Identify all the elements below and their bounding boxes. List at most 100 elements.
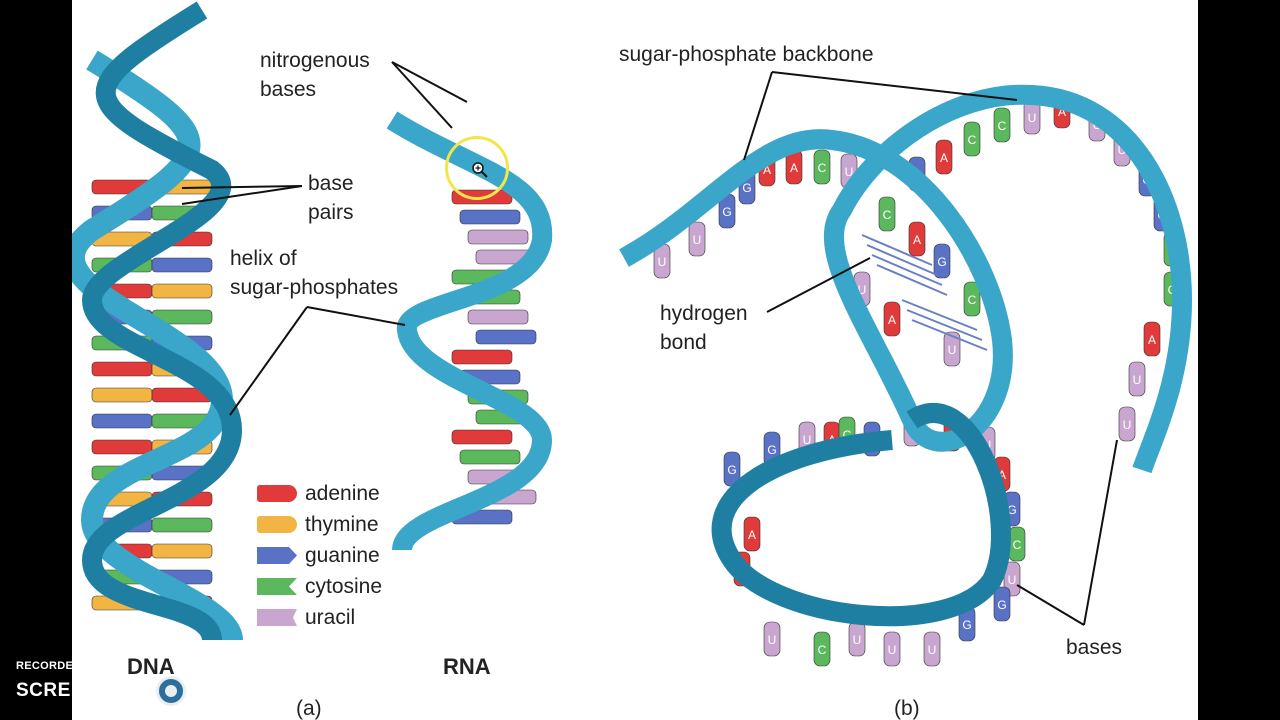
label-line: nitrogenous bbox=[260, 49, 370, 72]
label-nitrogenous-bases: nitrogenous bases bbox=[260, 46, 370, 104]
legend-item-thymine: thymine bbox=[257, 509, 382, 540]
svg-text:C: C bbox=[968, 293, 977, 307]
svg-text:C: C bbox=[1013, 538, 1022, 552]
svg-text:A: A bbox=[913, 233, 921, 247]
svg-text:U: U bbox=[1008, 573, 1017, 587]
svg-text:A: A bbox=[1058, 105, 1066, 119]
rna-base bbox=[467, 229, 529, 245]
label-line: pairs bbox=[308, 201, 354, 224]
legend-label: cytosine bbox=[305, 574, 383, 598]
rna-b-base: G bbox=[933, 243, 951, 279]
rna-b-base: U bbox=[688, 221, 706, 257]
pointer-lines bbox=[181, 61, 1118, 626]
svg-text:U: U bbox=[693, 233, 702, 247]
svg-text:C: C bbox=[968, 133, 977, 147]
zoom-cursor-icon bbox=[472, 162, 488, 178]
rna-b-base: C bbox=[878, 196, 896, 232]
svg-text:A: A bbox=[940, 151, 948, 165]
label-line: bases bbox=[260, 78, 317, 101]
svg-text:U: U bbox=[858, 283, 867, 297]
svg-text:U: U bbox=[1028, 111, 1037, 125]
rna-b-base: C bbox=[963, 281, 981, 317]
svg-text:G: G bbox=[722, 205, 731, 219]
rna-b-base: C bbox=[993, 107, 1011, 143]
svg-text:U: U bbox=[768, 633, 777, 647]
legend-label: guanine bbox=[305, 543, 380, 567]
legend-label: adenine bbox=[305, 481, 380, 505]
label-panel-a: (a) bbox=[296, 697, 322, 720]
dna-helix bbox=[72, 1, 243, 643]
rna-b-base: G bbox=[993, 586, 1011, 622]
svg-text:U: U bbox=[803, 433, 812, 447]
rna-b-base: U bbox=[943, 331, 961, 367]
svg-text:U: U bbox=[888, 643, 897, 657]
svg-text:A: A bbox=[763, 163, 771, 177]
label-hydrogen-bond: hydrogen bond bbox=[660, 299, 748, 357]
legend-item-guanine: guanine bbox=[257, 540, 382, 571]
thymine-swatch bbox=[257, 516, 297, 533]
svg-text:C: C bbox=[818, 161, 827, 175]
svg-text:G: G bbox=[767, 443, 776, 457]
rna-b-base: U bbox=[883, 631, 901, 667]
rna-strand bbox=[386, 111, 553, 553]
watermark-text-b: MATIC bbox=[189, 680, 252, 701]
dna-base-segment bbox=[151, 283, 213, 299]
legend-item-cytosine: cytosine bbox=[257, 571, 382, 602]
svg-text:G: G bbox=[937, 255, 946, 269]
rna-helix bbox=[386, 111, 553, 553]
rna-b-base: U bbox=[763, 621, 781, 657]
cursor-highlight bbox=[445, 136, 509, 200]
rna-b-base: U bbox=[923, 631, 941, 667]
dna-strand-2 bbox=[81, 1, 243, 642]
uracil-swatch bbox=[257, 609, 297, 626]
lens-icon bbox=[155, 676, 186, 706]
rna-b-base: A bbox=[935, 139, 953, 175]
svg-text:G: G bbox=[727, 463, 736, 477]
rna-b-base: C bbox=[813, 149, 831, 185]
rna-b-base: A bbox=[743, 516, 761, 552]
rna-base bbox=[467, 309, 529, 325]
svg-text:U: U bbox=[1133, 373, 1142, 387]
rna-b-base: C bbox=[963, 121, 981, 157]
watermark-line2: SCREENCAST MATIC bbox=[16, 676, 251, 706]
legend-label: uracil bbox=[305, 605, 356, 629]
svg-text:G: G bbox=[997, 598, 1006, 612]
hydrogen-bond-lines bbox=[861, 234, 988, 351]
svg-text:C: C bbox=[843, 428, 852, 442]
label-rna: RNA bbox=[443, 654, 491, 679]
dna-base-segment bbox=[91, 361, 153, 377]
rna-b-base: U bbox=[1118, 406, 1136, 442]
label-line: bond bbox=[660, 331, 707, 354]
dna-base-segment bbox=[91, 387, 153, 403]
svg-text:A: A bbox=[790, 161, 798, 175]
svg-text:U: U bbox=[853, 633, 862, 647]
screencast-watermark: RECORDED WITH SCREENCAST MATIC bbox=[16, 660, 251, 706]
label-helix: helix of sugar-phosphates bbox=[230, 244, 398, 302]
dna-base-segment bbox=[151, 543, 213, 559]
svg-text:A: A bbox=[1148, 333, 1156, 347]
svg-text:A: A bbox=[748, 528, 756, 542]
dna-base-segment bbox=[91, 413, 153, 429]
legend-item-adenine: adenine bbox=[257, 478, 382, 509]
rna-base bbox=[459, 449, 521, 465]
label-line: helix of bbox=[230, 247, 297, 270]
label-panel-b: (b) bbox=[894, 697, 920, 720]
svg-text:A: A bbox=[998, 468, 1006, 482]
watermark-text-a: SCREENCAST bbox=[16, 680, 152, 701]
legend: adenine thymine guanine cytosine uracil bbox=[257, 478, 382, 633]
rna-base bbox=[475, 329, 537, 345]
svg-text:C: C bbox=[883, 208, 892, 222]
cytosine-swatch bbox=[257, 578, 297, 595]
label-bases: bases bbox=[1066, 636, 1123, 659]
svg-text:G: G bbox=[962, 618, 971, 632]
svg-text:G: G bbox=[1007, 503, 1016, 517]
svg-text:C: C bbox=[818, 643, 827, 657]
dna-base-segment bbox=[151, 517, 213, 533]
rna-b-base: A bbox=[1143, 321, 1161, 357]
rna-b-base: U bbox=[848, 621, 866, 657]
svg-text:U: U bbox=[1118, 143, 1127, 157]
svg-text:U: U bbox=[928, 643, 937, 657]
legend-item-uracil: uracil bbox=[257, 602, 382, 633]
